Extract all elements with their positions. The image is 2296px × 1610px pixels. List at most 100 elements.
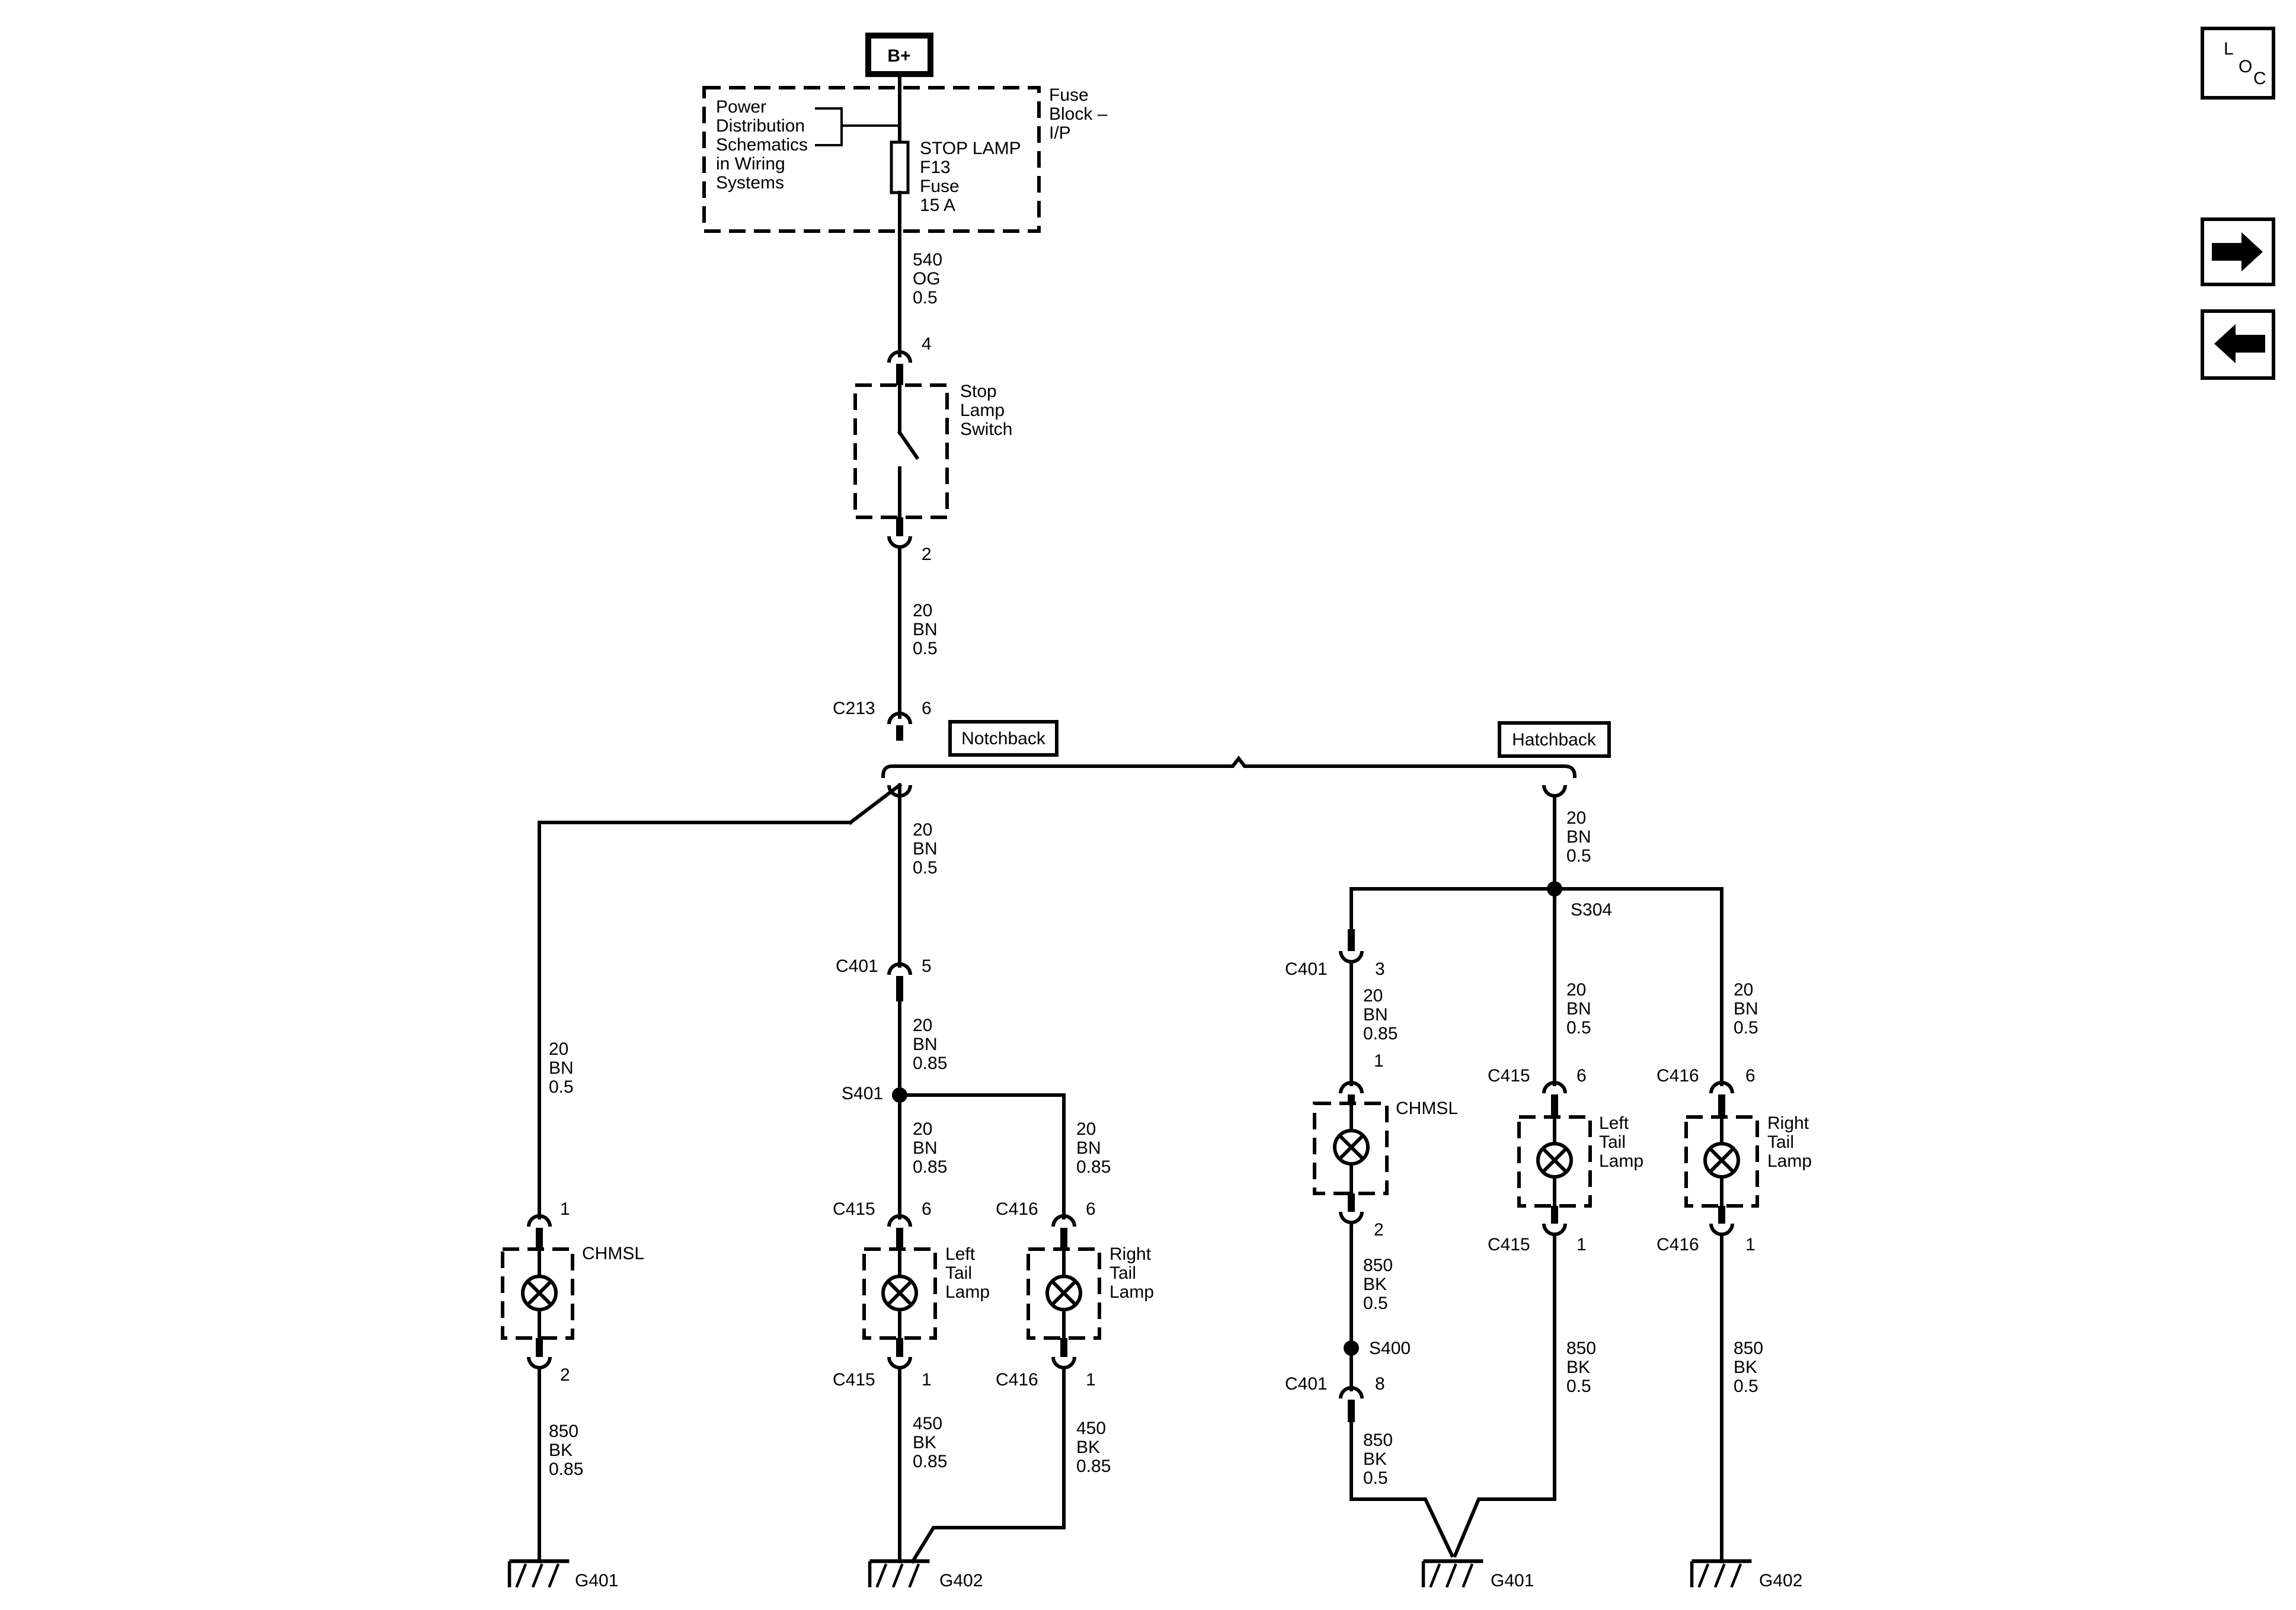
svg-text:20: 20 (1566, 808, 1586, 828)
hb-c415-bot-label: C415 (1488, 1235, 1530, 1254)
svg-text:0.85: 0.85 (1363, 1024, 1398, 1044)
nb-left-tail-lamp-icon (881, 1247, 918, 1340)
hb-c415-top-label: C415 (1488, 1066, 1530, 1086)
svg-text:BN: BN (1566, 827, 1591, 847)
nb-c401-pin: 5 (922, 956, 932, 976)
nb-right-tail-lamp-icon (1045, 1247, 1082, 1340)
svg-text:in Wiring: in Wiring (716, 154, 785, 174)
svg-text:0.5: 0.5 (549, 1077, 574, 1097)
svg-text:Lamp: Lamp (1599, 1151, 1643, 1171)
fuse-f13-label: STOP LAMP F13 Fuse 15 A (920, 139, 1021, 215)
loc-letter-l: L (2224, 39, 2234, 59)
svg-text:850: 850 (549, 1422, 578, 1441)
nb-c401-wire-label: 20 BN 0.85 (913, 1016, 947, 1073)
svg-text:0.5: 0.5 (913, 858, 938, 878)
svg-text:Distribution: Distribution (716, 116, 805, 136)
nb-c415-top-pin: 6 (922, 1199, 932, 1219)
svg-text:I/P: I/P (1049, 123, 1071, 143)
svg-text:0.85: 0.85 (549, 1459, 583, 1479)
svg-text:BK: BK (1363, 1449, 1387, 1469)
battery-source: B+ (865, 33, 933, 77)
svg-text:0.85: 0.85 (1076, 1157, 1111, 1177)
svg-text:20: 20 (913, 1016, 932, 1035)
svg-text:BN: BN (913, 620, 938, 639)
svg-text:0.5: 0.5 (913, 639, 938, 658)
svg-text:0.5: 0.5 (1566, 1377, 1591, 1396)
svg-text:850: 850 (1566, 1339, 1596, 1358)
svg-text:Left: Left (945, 1244, 976, 1264)
svg-text:Notchback: Notchback (961, 729, 1046, 748)
svg-text:STOP LAMP: STOP LAMP (920, 139, 1021, 158)
svg-text:20: 20 (1076, 1119, 1096, 1139)
svg-text:BN: BN (913, 1035, 938, 1054)
svg-text:Hatchback: Hatchback (1512, 730, 1597, 750)
ground-g402-nb-label: G402 (939, 1571, 983, 1590)
nb-chmsl-pin-2: 2 (560, 1365, 570, 1385)
svg-text:Lamp: Lamp (945, 1282, 990, 1302)
fuse-block-outline (702, 86, 1041, 233)
svg-text:450: 450 (913, 1414, 942, 1433)
svg-text:0.5: 0.5 (1363, 1468, 1388, 1488)
location-button[interactable]: L O C (2201, 27, 2275, 100)
nb-c401-label: C401 (836, 956, 878, 976)
svg-text:0.85: 0.85 (1076, 1457, 1111, 1476)
svg-text:20: 20 (1566, 980, 1586, 1000)
power-distribution-note: Power Distribution Schematics in Wiring … (716, 97, 900, 193)
hb-chmsl-ground-wire-label: 850 BK 0.5 (1363, 1256, 1393, 1313)
svg-text:Schematics: Schematics (716, 135, 808, 155)
hb-chmsl-label: CHMSL (1396, 1099, 1458, 1118)
svg-text:BN: BN (1363, 1005, 1388, 1025)
hb-c416-bot-label: C416 (1657, 1235, 1699, 1254)
nb-right-tail-ground-wire-label: 450 BK 0.85 (1076, 1419, 1111, 1476)
svg-text:20: 20 (1363, 986, 1383, 1006)
hb-s400-ground-wire-label: 850 BK 0.5 (1363, 1430, 1393, 1488)
svg-text:BK: BK (1363, 1275, 1387, 1294)
hb-c416-bot-pin: 1 (1745, 1235, 1755, 1254)
arrow-left-icon (2214, 324, 2265, 363)
stop-lamp-switch-label: Stop Lamp Switch (960, 382, 1012, 439)
hb-chmsl-pin-1: 1 (1374, 1051, 1384, 1071)
svg-text:0.5: 0.5 (1734, 1018, 1758, 1038)
svg-text:BK: BK (1566, 1358, 1590, 1377)
fuse-f13-symbol (890, 140, 910, 194)
svg-text:20: 20 (549, 1039, 568, 1059)
c213-label: C213 (833, 699, 875, 718)
nb-wire-to-chmsl (848, 782, 903, 825)
svg-text:BN: BN (549, 1058, 574, 1078)
hb-left-tail-ground-wire-label: 850 BK 0.5 (1566, 1339, 1596, 1396)
hb-c401-pin: 3 (1375, 959, 1385, 979)
ground-g401-nb-label: G401 (575, 1571, 618, 1590)
svg-text:F13: F13 (920, 158, 951, 177)
svg-text:BK: BK (549, 1441, 573, 1460)
notchback-tag: Notchback (948, 720, 1059, 757)
hb-c416-top-pin: 6 (1745, 1066, 1755, 1086)
hb-right-tail-wire-label: 20 BN 0.5 (1734, 980, 1758, 1038)
svg-text:Right: Right (1767, 1113, 1809, 1133)
svg-text:0.5: 0.5 (913, 288, 938, 308)
nb-c416-bot-label: C416 (996, 1370, 1038, 1390)
svg-text:Lamp: Lamp (1767, 1151, 1812, 1171)
switch-pin-4: 4 (922, 334, 932, 354)
svg-text:850: 850 (1363, 1430, 1393, 1450)
svg-text:Switch: Switch (960, 420, 1012, 439)
next-page-button[interactable] (2201, 217, 2275, 286)
hb-right-tail-ground-wire-label: 850 BK 0.5 (1734, 1339, 1763, 1396)
hb-left-tail-wire-label: 20 BN 0.5 (1566, 980, 1591, 1038)
variant-brace (881, 756, 1577, 779)
splice-s400 (1344, 1340, 1359, 1356)
switch-pin-2: 2 (922, 545, 932, 564)
svg-text:Lamp: Lamp (960, 401, 1005, 420)
svg-text:Lamp: Lamp (1109, 1282, 1154, 1302)
svg-text:B+: B+ (887, 46, 910, 66)
svg-text:Fuse: Fuse (920, 177, 960, 196)
hb-c401b-pin: 8 (1375, 1374, 1385, 1394)
svg-text:20: 20 (913, 1119, 932, 1139)
hb-chmsl-wire-label: 20 BN 0.85 (1363, 986, 1398, 1044)
svg-text:Tail: Tail (1109, 1263, 1136, 1283)
svg-text:0.85: 0.85 (913, 1054, 947, 1073)
svg-text:Tail: Tail (1767, 1132, 1794, 1152)
previous-page-button[interactable] (2201, 309, 2275, 380)
svg-text:15 A: 15 A (920, 196, 955, 215)
ground-g402-nb-icon (870, 1561, 930, 1587)
svg-text:20: 20 (913, 601, 932, 620)
